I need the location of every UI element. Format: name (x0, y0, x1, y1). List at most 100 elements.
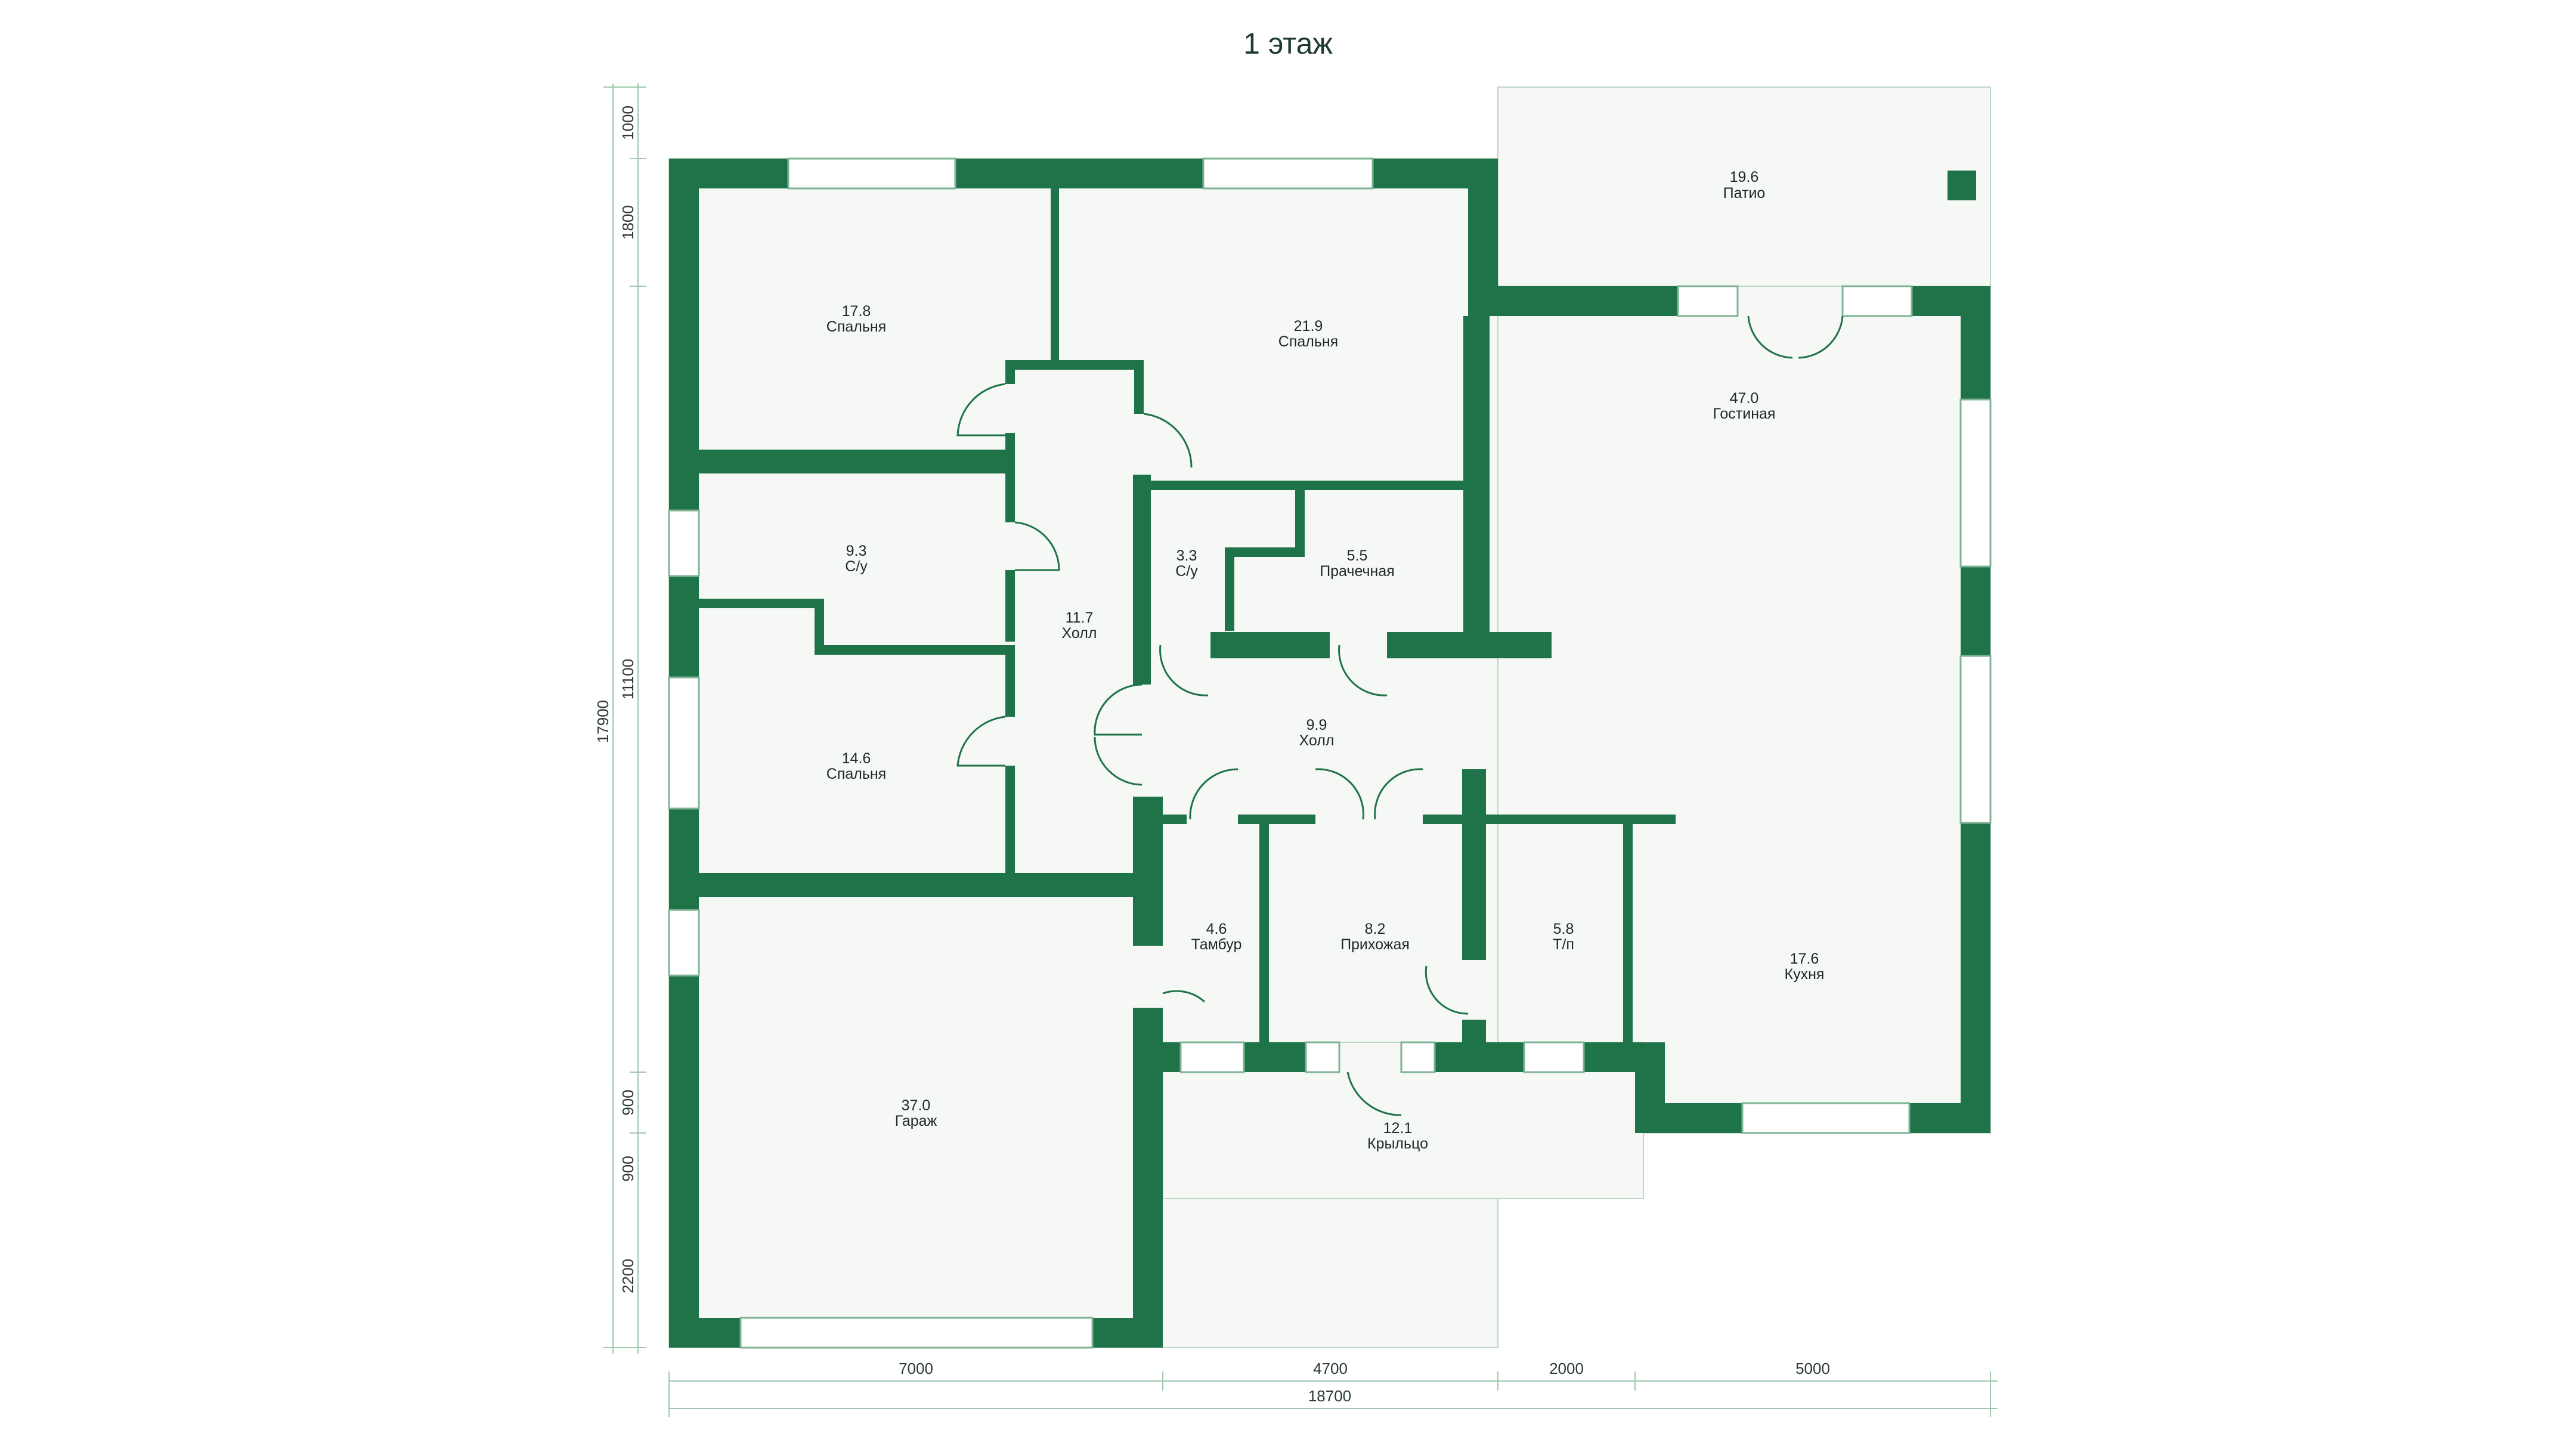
ticks (603, 86, 1991, 1417)
door-arc (1143, 413, 1193, 468)
wall (1005, 766, 1015, 873)
window (1841, 285, 1913, 317)
wall (1151, 815, 1187, 824)
dimension-label: 17900 (594, 700, 612, 743)
wall (1133, 1042, 1181, 1072)
room-name: Патио (1723, 185, 1766, 202)
walls (669, 159, 1990, 1348)
room-name: Т/п (1553, 936, 1574, 953)
wall (1005, 645, 1015, 717)
wall (1909, 1103, 1990, 1133)
room-name: Спальня (1278, 333, 1338, 350)
wall (1584, 1042, 1665, 1072)
wall (1005, 360, 1144, 370)
door-arc (1189, 768, 1239, 820)
room-name: Спальня (826, 318, 886, 335)
wall (699, 873, 1163, 897)
wall (1005, 360, 1015, 384)
dimension-label: 18700 (1308, 1387, 1351, 1405)
door-arc (1747, 315, 1793, 359)
wall (1238, 815, 1315, 824)
room-area: 17.6 (1790, 950, 1819, 967)
door-arc (1338, 645, 1388, 696)
room-name: Тамбур (1191, 936, 1242, 953)
wall (1435, 1042, 1524, 1072)
room-name: Прачечная (1320, 563, 1395, 580)
window (668, 909, 700, 977)
door-arc (1798, 315, 1844, 359)
wall (669, 576, 699, 677)
room-name: Гостиная (1713, 405, 1776, 422)
room-area: 4.6 (1206, 921, 1227, 937)
window (1959, 398, 1992, 568)
wall (1295, 481, 1305, 552)
dimension-label: 900 (619, 1156, 637, 1181)
wall (1225, 547, 1305, 557)
room-name: Крыльцо (1367, 1135, 1428, 1152)
wall (699, 599, 818, 608)
wall (669, 1318, 741, 1348)
room-area: 5.8 (1553, 921, 1574, 937)
room-name: С/у (1175, 563, 1198, 580)
wall (699, 450, 1014, 473)
door-arc (956, 383, 1006, 436)
room-area: 3.3 (1176, 547, 1197, 564)
dimension-label: 2000 (1549, 1360, 1584, 1377)
dimension-label: 5000 (1795, 1360, 1830, 1377)
windows (668, 157, 1992, 1349)
window (739, 1317, 1094, 1349)
wall (1961, 823, 1990, 1133)
window (1202, 157, 1374, 190)
wall (955, 159, 1203, 188)
window (668, 509, 700, 577)
wall (669, 976, 699, 1348)
wall (1005, 433, 1015, 522)
door-arc (1346, 1072, 1402, 1116)
floors (668, 86, 1991, 1348)
wall (1134, 360, 1144, 414)
room-area: 9.3 (846, 543, 867, 559)
door-arc (956, 716, 1006, 767)
room-area: 5.5 (1347, 547, 1368, 564)
wall (1387, 632, 1552, 658)
room-name: Гараж (895, 1113, 937, 1129)
window (668, 676, 700, 810)
room-area: 9.9 (1306, 717, 1327, 733)
dimension-label: 2200 (619, 1259, 637, 1293)
door-arc (1425, 965, 1469, 1015)
dimension-label: 7000 (899, 1360, 933, 1377)
door-arc (1162, 990, 1206, 1003)
wall (1463, 316, 1490, 632)
dimension-label: 900 (619, 1089, 637, 1115)
room-area: 14.6 (842, 750, 871, 767)
wall (1225, 547, 1234, 631)
door-arc (1094, 683, 1143, 736)
room-area: 17.8 (842, 303, 871, 320)
wall (1210, 632, 1330, 658)
room-name: Спальня (826, 766, 886, 782)
wall (1623, 824, 1633, 1042)
room-area: 47.0 (1730, 390, 1759, 407)
wall (1244, 1042, 1306, 1072)
wall (669, 159, 699, 510)
plan-title: 1 этаж (1243, 27, 1333, 60)
window (1179, 1041, 1245, 1073)
wall (1961, 286, 1990, 400)
window (1305, 1041, 1340, 1073)
wall (1051, 188, 1059, 367)
dimension-label: 4700 (1313, 1360, 1348, 1377)
room-name: Холл (1062, 625, 1097, 642)
wall (1462, 1020, 1486, 1042)
living-floor (1497, 286, 1991, 1134)
dimension-label: 11100 (619, 659, 637, 699)
dimension-labels: 7000 4700 2000 5000 18700 1000 1800 1110… (594, 106, 1830, 1405)
wall (1462, 769, 1486, 960)
wall (1468, 286, 1678, 316)
room-name: Кухня (1785, 966, 1825, 983)
dimension-label: 1800 (619, 205, 637, 240)
room-name: С/у (845, 558, 868, 575)
dimension-label: 1000 (619, 106, 637, 140)
window (1959, 655, 1992, 824)
dimension-lines (603, 83, 1998, 1417)
